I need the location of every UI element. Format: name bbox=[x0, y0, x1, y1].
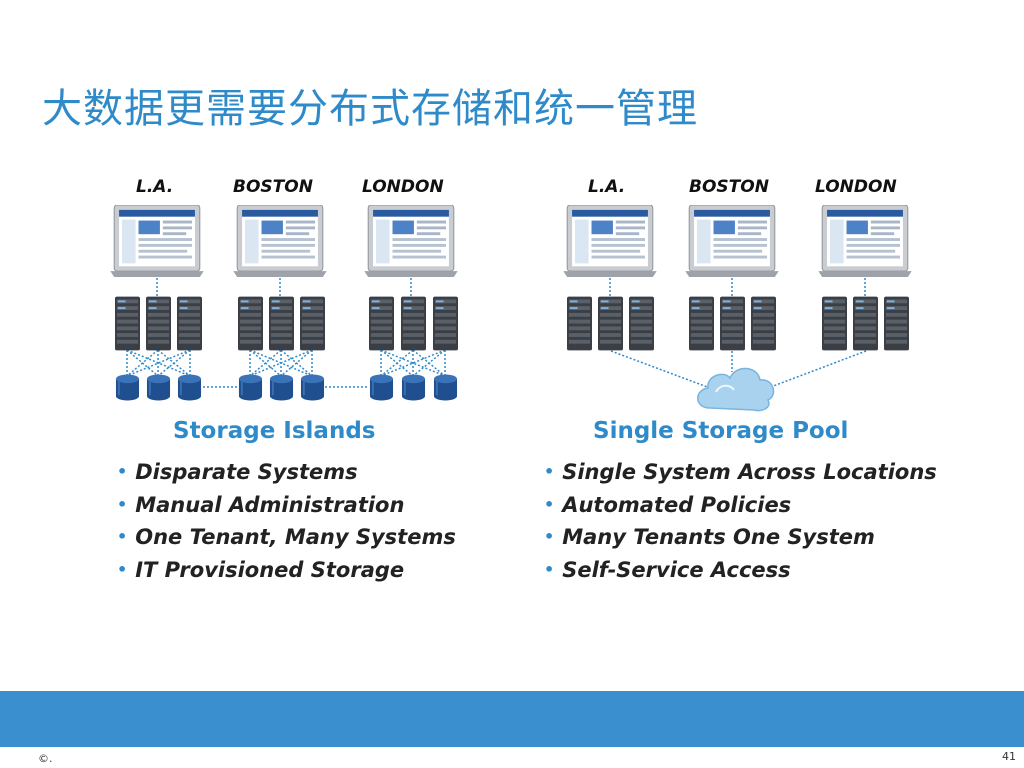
laptop-icon bbox=[685, 205, 779, 277]
left-city-london-label: LONDON bbox=[362, 177, 444, 197]
database-disk-icon bbox=[369, 374, 394, 401]
laptop-icon bbox=[110, 205, 204, 277]
server-rack-icon bbox=[115, 296, 140, 351]
laptop-icon bbox=[233, 205, 327, 277]
right-bullet-list: •Single System Across Locations •Automat… bbox=[544, 456, 937, 586]
right-city-london-label: LONDON bbox=[815, 177, 897, 197]
list-item: •Manual Administration bbox=[117, 492, 405, 517]
footer-bar bbox=[0, 691, 1024, 747]
server-rack-icon bbox=[629, 296, 654, 351]
database-disk-icon bbox=[146, 374, 171, 401]
server-rack-icon bbox=[720, 296, 745, 351]
link-lines bbox=[126, 278, 446, 388]
left-bullet-list: •Disparate Systems •Manual Administratio… bbox=[117, 456, 456, 586]
server-rack-icon bbox=[238, 296, 263, 351]
list-item: •IT Provisioned Storage bbox=[117, 557, 405, 582]
database-disk-icon bbox=[115, 374, 140, 401]
server-rack-icon bbox=[269, 296, 294, 351]
pool-link-lines bbox=[609, 278, 867, 389]
server-rack-icon bbox=[401, 296, 426, 351]
server-rack-icon bbox=[822, 296, 847, 351]
database-disk-icon bbox=[238, 374, 263, 401]
server-rack-icon bbox=[598, 296, 623, 351]
right-heading: Single Storage Pool bbox=[593, 418, 849, 444]
slide-title: 大数据更需要分布式存储和统一管理 bbox=[42, 86, 698, 132]
list-item: •Disparate Systems bbox=[117, 460, 358, 484]
server-rack-icon bbox=[177, 296, 202, 351]
list-item: •Single System Across Locations bbox=[544, 460, 937, 484]
database-disk-icon bbox=[269, 374, 294, 401]
list-item: •Many Tenants One System bbox=[544, 525, 875, 549]
list-item: •Self-Service Access bbox=[544, 557, 791, 582]
database-disk-icon bbox=[300, 374, 325, 401]
list-item: •Automated Policies bbox=[544, 492, 792, 517]
right-city-boston-label: BOSTON bbox=[689, 177, 769, 197]
database-disk-icon bbox=[433, 374, 458, 401]
database-disk-icon bbox=[401, 374, 426, 401]
cloud-icon bbox=[697, 367, 775, 412]
laptop-icon bbox=[364, 205, 458, 277]
server-rack-icon bbox=[751, 296, 776, 351]
list-item: •One Tenant, Many Systems bbox=[117, 525, 456, 549]
left-city-boston-label: BOSTON bbox=[233, 177, 313, 197]
left-heading: Storage Islands bbox=[173, 418, 376, 444]
server-rack-icon bbox=[300, 296, 325, 351]
left-city-la-label: L.A. bbox=[136, 177, 174, 197]
server-rack-icon bbox=[146, 296, 171, 351]
server-rack-icon bbox=[433, 296, 458, 351]
laptop-icon bbox=[563, 205, 657, 277]
server-rack-icon bbox=[369, 296, 394, 351]
page-number: 41 bbox=[1002, 750, 1016, 763]
database-disk-icon bbox=[177, 374, 202, 401]
server-rack-icon bbox=[884, 296, 909, 351]
server-rack-icon bbox=[853, 296, 878, 351]
laptop-icon bbox=[818, 205, 912, 277]
right-city-la-label: L.A. bbox=[588, 177, 626, 197]
copyright-text: ©. bbox=[38, 752, 53, 765]
server-rack-icon bbox=[689, 296, 714, 351]
server-rack-icon bbox=[567, 296, 592, 351]
